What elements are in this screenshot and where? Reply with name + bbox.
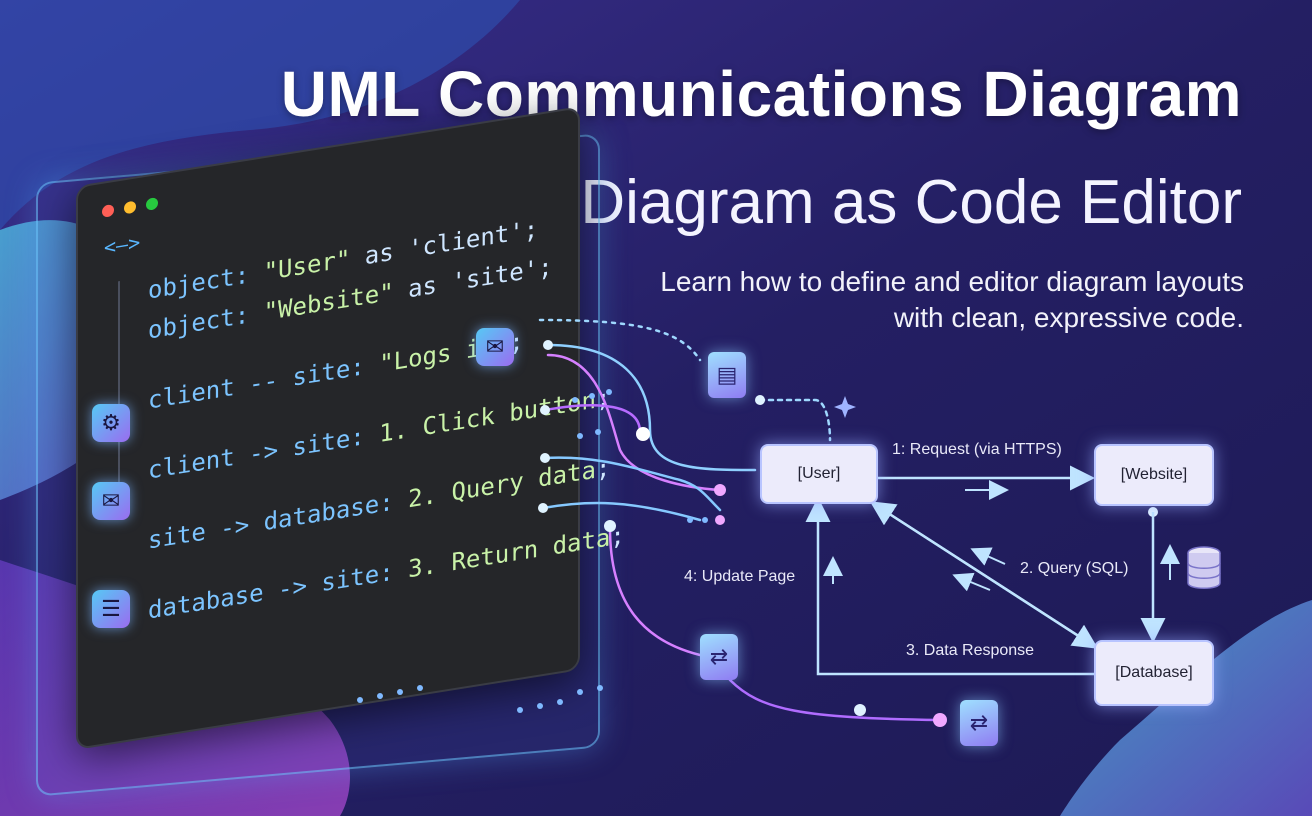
connector-node	[540, 453, 550, 463]
edge-label-update: 4: Update Page	[684, 568, 796, 585]
sparkle-icon	[834, 396, 856, 418]
node-user[interactable]: [User]	[760, 444, 878, 504]
decor-dot	[537, 703, 543, 709]
connector-node	[715, 515, 725, 525]
edge-label-request: 1: Request (via HTTPS)	[892, 441, 1062, 458]
document-swap-icon[interactable]: ⇄	[700, 634, 738, 680]
connector-line	[543, 404, 642, 434]
connector-node	[540, 405, 550, 415]
decor-dot	[589, 393, 595, 399]
decor-dot	[606, 389, 612, 395]
document-icon[interactable]: ▤	[708, 352, 746, 398]
page-title: UML Communications Diagram	[280, 58, 1242, 130]
decor-dot	[577, 433, 583, 439]
tagline: Learn how to define and editor diagram l…	[660, 266, 1244, 333]
document-swap-icon[interactable]: ⇄	[960, 700, 998, 746]
decor-dot	[702, 517, 708, 523]
connector-line	[543, 456, 722, 512]
connector-line	[608, 526, 702, 657]
decor-dot	[377, 693, 383, 699]
gear-icon[interactable]: ⚙	[92, 404, 130, 442]
decor-dot	[517, 707, 523, 713]
envelope-icon[interactable]: ✉	[476, 328, 514, 366]
connector-line	[546, 353, 722, 492]
database-icon[interactable]: ☰	[92, 590, 130, 628]
connector-node	[543, 340, 553, 350]
arrow-response	[805, 497, 1094, 676]
connector-line	[541, 501, 702, 522]
decor-dot	[357, 697, 363, 703]
connector-node	[854, 704, 866, 716]
database-cylinder-icon	[1187, 546, 1221, 589]
decor-dot	[397, 689, 403, 695]
connector-node	[538, 503, 548, 513]
small-arrow	[952, 572, 991, 592]
connector-node	[933, 713, 947, 727]
arrow-user-to-db	[873, 502, 1099, 649]
connector-line	[758, 398, 832, 442]
connector-line	[546, 343, 757, 472]
connector-node	[714, 484, 726, 496]
decor-dot	[557, 699, 563, 705]
edge-label-query: 2. Query (SQL)	[1020, 560, 1129, 577]
node-website[interactable]: [Website]	[1094, 444, 1214, 506]
decor-dot	[597, 685, 603, 691]
connector-line	[538, 318, 702, 362]
node-database[interactable]: [Database]	[1094, 640, 1214, 706]
connector-node	[755, 395, 765, 405]
decor-dot	[595, 429, 601, 435]
decor-dot	[687, 517, 693, 523]
decor-dot	[417, 685, 423, 691]
connector-line	[728, 678, 942, 722]
connector-node	[604, 520, 616, 532]
decor-dot	[577, 689, 583, 695]
mail-icon[interactable]: ✉	[92, 482, 130, 520]
decor-dot	[572, 397, 578, 403]
connector-node	[636, 427, 650, 441]
page-subtitle: - Diagram as Code Editor	[542, 168, 1243, 237]
edge-label-response: 3. Data Response	[906, 642, 1035, 659]
small-arrow	[970, 547, 1006, 566]
